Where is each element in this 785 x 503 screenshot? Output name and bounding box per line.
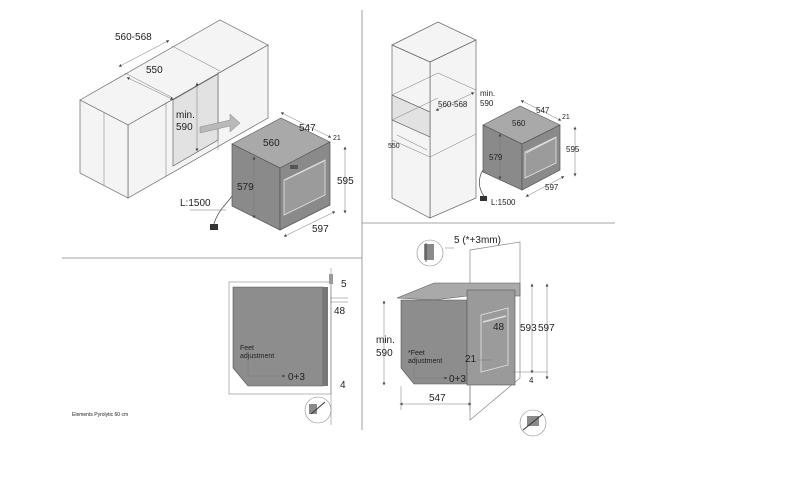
dim-min-label-tr: min.	[480, 89, 495, 98]
oven-unit	[231, 117, 331, 231]
detail-callout-bl	[304, 396, 332, 424]
detail-callout-bottom	[519, 409, 547, 437]
dim-trim-br: 21	[465, 354, 477, 365]
dim-593: 593	[520, 323, 537, 334]
dim-bottom-gap-br: 4	[529, 376, 534, 385]
dim-depth-br: 547	[429, 393, 446, 404]
dim-oven-inner-height-tr: 579	[489, 153, 503, 162]
dim-oven-depth-tr: 547	[536, 106, 550, 115]
dim-cabinet-depth: 550	[146, 65, 163, 76]
dim-min-value-tr: 590	[480, 99, 494, 108]
dim-trim-tr: 21	[562, 114, 570, 121]
feet-label-2-bl: adjustment	[240, 353, 274, 360]
view-cabinet-installation: 560-568 550 min. 590 547 560 21 579 595 …	[79, 19, 354, 237]
feet-label-2-br: adjustment	[408, 358, 442, 365]
oven-section	[232, 286, 324, 387]
oven-section-br	[400, 299, 468, 385]
dim-oven-height-tr: 595	[566, 145, 580, 154]
dim-597: 597	[538, 323, 555, 334]
dim-oven-inner-width: 560	[263, 138, 280, 149]
feet-label-1-br: *Feet	[408, 350, 425, 357]
dim-oven-width-tr: 597	[545, 183, 559, 192]
dim-oven-depth: 547	[299, 123, 316, 134]
view-side-section-left: 5 48 Feet adjustment 0+3 4	[228, 268, 348, 425]
dim-top-gap-bl: 5	[341, 279, 347, 290]
dim-width-range-tr: 560-568	[438, 100, 468, 109]
insert-arrow	[199, 113, 241, 134]
cable-length: L:1500	[180, 198, 211, 209]
dim-oven-height: 595	[337, 176, 354, 187]
dim-feet-bl: 0+3	[288, 372, 305, 383]
dim-depth-tr: 550	[388, 143, 400, 150]
view-column-installation: 560-568 min. 590 550 547 560 21 579 595 …	[388, 21, 580, 219]
dim-oven-width: 597	[312, 224, 329, 235]
dim-min-value-br: 590	[376, 348, 393, 359]
cable-length-tr: L:1500	[491, 198, 516, 207]
dim-width-range: 560-568	[115, 32, 152, 43]
tall-column	[391, 21, 477, 219]
caption: Elements Pyrolytic 60 cm	[72, 412, 128, 418]
dim-trim: 21	[333, 135, 341, 142]
dim-min-label: min.	[176, 110, 195, 121]
oven-unit-tr	[482, 105, 561, 191]
dim-handle-br: 48	[493, 322, 505, 333]
feet-label-1-bl: Feet	[240, 345, 254, 352]
dim-min-label-br: min.	[376, 335, 395, 346]
dim-bottom-gap-bl: 4	[340, 380, 346, 391]
dim-feet-br: 0+3	[449, 374, 466, 385]
dim-top-gap-br: 5 (*+3mm)	[454, 235, 501, 246]
dim-min-value: 590	[176, 122, 193, 133]
view-side-section-right: 5 (*+3mm) min. 590 593 597 48 *Feet adju…	[376, 235, 555, 437]
dim-oven-inner-tr: 560	[512, 119, 526, 128]
detail-callout-top	[416, 239, 444, 267]
dim-handle-bl: 48	[334, 306, 346, 317]
dim-oven-inner-height: 579	[237, 182, 254, 193]
